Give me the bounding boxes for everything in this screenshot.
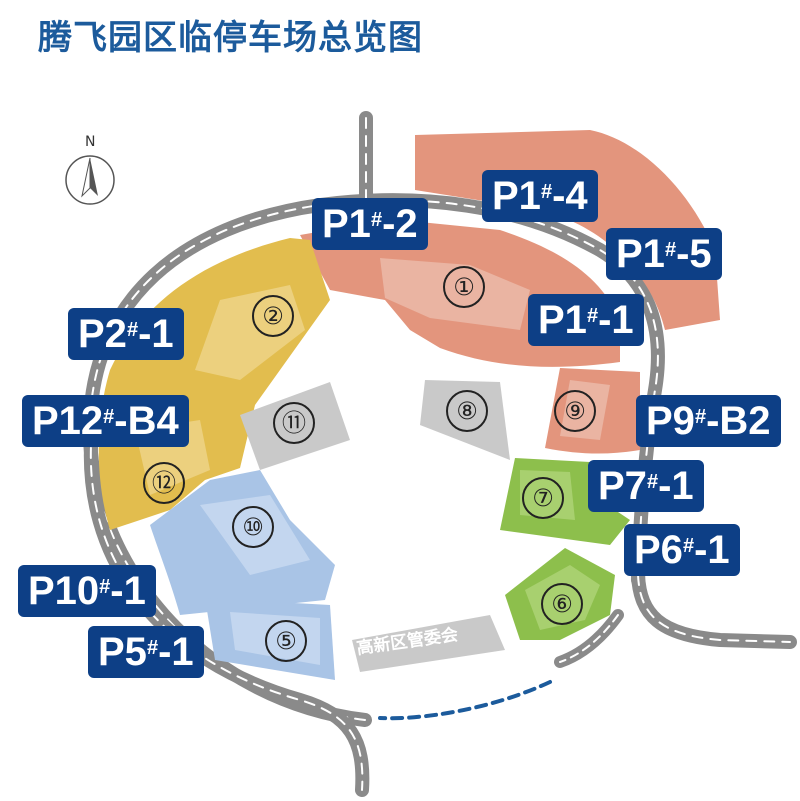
zone-number-7: ⑦: [522, 477, 564, 519]
parking-label-suffix: -1: [598, 298, 634, 342]
parking-label-sup: #: [103, 406, 115, 428]
parking-label-main: P10: [28, 569, 100, 613]
parking-label-sup: #: [664, 239, 677, 261]
zone-number-5: ⑤: [265, 620, 307, 662]
parking-label-suffix: -2: [382, 202, 418, 246]
parking-label-sup: #: [99, 576, 111, 598]
parking-label-main: P5: [98, 630, 147, 674]
zone-number-10: ⑩: [232, 506, 274, 548]
parking-label-p10-1[interactable]: P10#-1: [18, 565, 156, 617]
parking-label-sup: #: [146, 637, 159, 659]
parking-label-main: P1: [538, 298, 587, 342]
parking-label-sup: #: [370, 209, 383, 231]
compass-north-label: N: [85, 134, 96, 150]
parking-label-sup: #: [646, 471, 659, 493]
zone-number-8: ⑧: [446, 390, 488, 432]
parking-label-p12-b4[interactable]: P12#-B4: [22, 395, 189, 447]
parking-label-p2-1[interactable]: P2#-1: [68, 308, 184, 360]
office-area: [352, 615, 505, 672]
parking-label-sup: #: [586, 305, 599, 327]
parking-label-suffix: -B4: [114, 399, 179, 443]
parking-label-p5-1[interactable]: P5#-1: [88, 626, 204, 678]
parking-label-sup: #: [682, 535, 695, 557]
parking-label-sup: #: [540, 181, 553, 203]
parking-label-main: P2: [78, 312, 127, 356]
east-road: [631, 568, 797, 649]
parking-label-sup: #: [126, 319, 139, 341]
parking-label-suffix: -1: [658, 464, 694, 508]
page-title: 腾飞园区临停车场总览图: [38, 18, 423, 58]
parking-label-suffix: -5: [676, 232, 712, 276]
compass-icon: [65, 155, 115, 205]
parking-label-suffix: -1: [158, 630, 194, 674]
zone-number-9: ⑨: [554, 390, 596, 432]
parking-label-p7-1[interactable]: P7#-1: [588, 460, 704, 512]
parking-label-suffix: -B2: [706, 399, 771, 443]
zone-number-6: ⑥: [541, 583, 583, 625]
zone-number-12: ⑫: [143, 462, 185, 504]
zone-number-1: ①: [443, 266, 485, 308]
zone-number-11: ⑪: [273, 402, 315, 444]
parking-label-suffix: -4: [552, 174, 588, 218]
parking-label-p1-2[interactable]: P1#-2: [312, 198, 428, 250]
parking-label-suffix: -1: [138, 312, 174, 356]
zone-number-2: ②: [252, 295, 294, 337]
parking-label-main: P7: [598, 464, 647, 508]
parking-label-suffix: -1: [110, 569, 146, 613]
parking-label-p1-1[interactable]: P1#-1: [528, 294, 644, 346]
parking-label-main: P9: [646, 399, 695, 443]
parking-label-main: P6: [634, 528, 683, 572]
parking-label-suffix: -1: [694, 528, 730, 572]
parking-label-p6-1[interactable]: P6#-1: [624, 524, 740, 576]
parking-label-main: P12: [32, 399, 104, 443]
dashed-path: [378, 680, 552, 721]
parking-label-main: P1: [492, 174, 541, 218]
parking-label-main: P1: [616, 232, 665, 276]
parking-label-p9-b2[interactable]: P9#-B2: [636, 395, 781, 447]
parking-label-sup: #: [694, 406, 707, 428]
parking-label-main: P1: [322, 202, 371, 246]
parking-label-p1-4[interactable]: P1#-4: [482, 170, 598, 222]
parking-label-p1-5[interactable]: P1#-5: [606, 228, 722, 280]
